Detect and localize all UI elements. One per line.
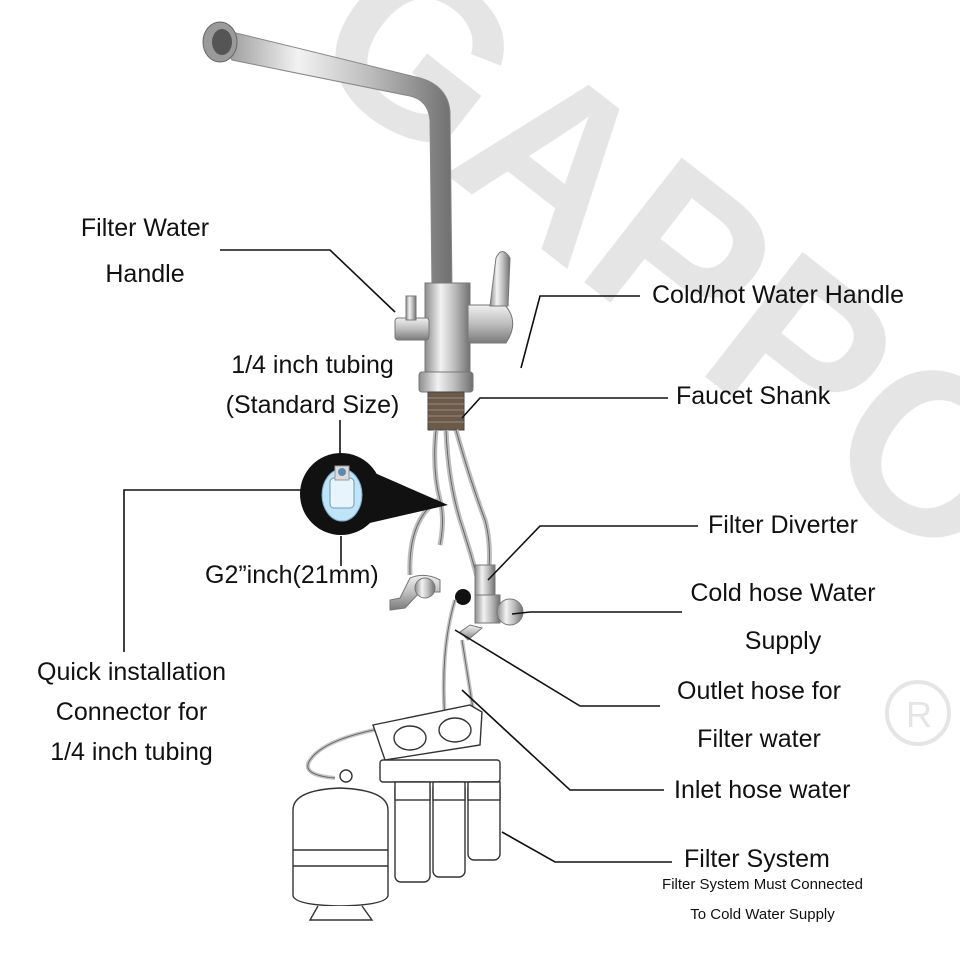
- label-quick-connector: Quick installation Connector for 1/4 inc…: [24, 657, 239, 767]
- label-quick-connector-line3: 1/4 inch tubing: [50, 738, 213, 766]
- label-filter-water-handle-line2: Handle: [105, 260, 185, 288]
- filter-diverter: [389, 564, 524, 641]
- label-filter-note-line2: To Cold Water Supply: [690, 906, 835, 923]
- label-filter-water-handle: Filter Water Handle: [70, 213, 220, 289]
- label-tubing: 1/4 inch tubing (Standard Size): [210, 350, 415, 420]
- label-filter-diverter: Filter Diverter: [708, 511, 859, 539]
- label-outlet-hose-line2: Filter water: [697, 725, 821, 753]
- leader-cold-hose: [511, 611, 682, 615]
- faucet: [202, 21, 514, 431]
- label-tubing-line1: 1/4 inch tubing: [231, 351, 394, 379]
- leader-filter-system: [501, 831, 672, 863]
- leader-quick-connector: [123, 489, 305, 652]
- faucet-body: [424, 282, 471, 376]
- connector-inset: [300, 453, 448, 535]
- label-tubing-line2: (Standard Size): [225, 391, 400, 419]
- label-filter-note: Filter System Must Connected To Cold Wat…: [640, 876, 885, 924]
- label-cold-hose-line1: Cold hose Water: [690, 579, 876, 607]
- leader-cold-hot-handle: [520, 295, 640, 369]
- leader-faucet-shank: [461, 397, 668, 419]
- label-inlet-hose: Inlet hose water: [674, 776, 851, 804]
- label-outlet-hose: Outlet hose for Filter water: [664, 676, 854, 754]
- leader-outlet-hose: [454, 629, 660, 707]
- leader-lines: [123, 249, 698, 863]
- filter-system: [292, 704, 501, 921]
- registered-letter: R: [906, 694, 932, 735]
- label-filter-system: Filter System: [684, 845, 830, 873]
- label-cold-hose: Cold hose Water Supply: [678, 578, 888, 656]
- label-faucet-shank: Faucet Shank: [676, 382, 831, 410]
- label-outlet-hose-line1: Outlet hose for: [677, 677, 841, 705]
- leader-filter-diverter: [487, 525, 698, 581]
- cold-hot-handle: [467, 304, 514, 344]
- label-cold-hose-line2: Supply: [744, 627, 822, 655]
- leader-filter-water-handle: [220, 249, 396, 313]
- label-g2-inch: G2”inch(21mm): [205, 561, 379, 589]
- label-filter-water-handle-line1: Filter Water: [80, 214, 210, 242]
- label-quick-connector-line1: Quick installation: [37, 658, 226, 686]
- label-quick-connector-line2: Connector for: [55, 698, 208, 726]
- label-cold-hot-handle: Cold/hot Water Handle: [652, 281, 904, 309]
- registered-mark-icon: [885, 680, 951, 746]
- filter-water-handle: [394, 317, 430, 341]
- label-filter-note-line1: Filter System Must Connected: [662, 876, 863, 893]
- leader-inlet-hose: [461, 689, 664, 791]
